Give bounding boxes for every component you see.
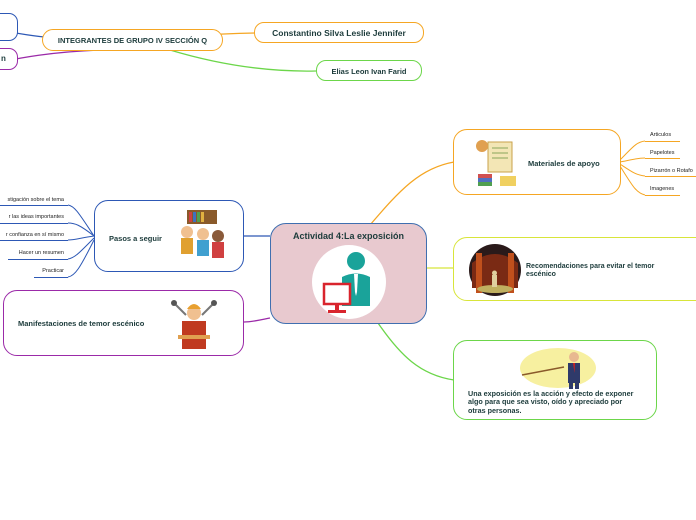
member-1-label: Constantino Silva Leslie Jennifer	[272, 28, 406, 38]
connector-materials-leaf1	[619, 140, 646, 161]
materials-leaf-3-underline	[645, 176, 696, 177]
member-node-2[interactable]: Elias Leon Ivan Farid	[316, 60, 422, 81]
steps-node[interactable]: Pasos a seguir	[94, 200, 244, 272]
materials-leaf-1-underline	[645, 141, 680, 142]
definition-node[interactable]: Una exposición es la acción y efecto de …	[453, 340, 657, 420]
connector-steps-leaf2	[67, 222, 95, 237]
steps-title: Pasos a seguir	[109, 234, 162, 243]
steps-leaf-2-underline	[0, 223, 68, 224]
connector-steps-leaf3	[67, 235, 95, 241]
definition-text: Una exposición es la acción y efecto de …	[468, 389, 634, 415]
steps-leaf-1: stigación sobre el tema	[7, 197, 64, 203]
materials-leaf-4: Imagenes	[650, 186, 675, 192]
connector-central-to-definition	[377, 322, 455, 381]
materials-leaf-4-underline	[645, 195, 680, 196]
classroom-materials-icon	[476, 140, 516, 186]
steps-leaf-4-underline	[8, 259, 68, 260]
children-reading-icon	[174, 209, 230, 265]
stage-fear-image	[469, 244, 521, 296]
materials-leaf-2: Papelotes	[650, 150, 675, 156]
steps-leaf-1-underline	[0, 205, 68, 206]
partial-node-n-label: n	[1, 54, 6, 63]
recommendations-node[interactable]: Recomendaciones para evitar el temor esc…	[453, 237, 696, 301]
member-2-label: Elias Leon Ivan Farid	[331, 67, 407, 76]
connector-steps-leaf1	[67, 204, 95, 237]
steps-leaf-5: Practicar	[42, 268, 64, 274]
manifestations-title: Manifestaciones de temor escénico	[18, 319, 145, 328]
connector-materials-leaf4	[619, 165, 646, 196]
materials-leaf-1: Articulos	[650, 132, 672, 138]
teacher-pointing-icon	[520, 348, 596, 389]
steps-leaf-3-underline	[0, 240, 68, 241]
manifestations-node[interactable]: Manifestaciones de temor escénico	[3, 290, 244, 356]
connector-materials-leaf3	[619, 163, 646, 177]
connector-group-to-member2	[169, 49, 317, 72]
partial-node-top[interactable]	[0, 13, 18, 41]
connector-steps-leaf4	[67, 237, 95, 260]
steps-leaf-4: Hacer un resumen	[18, 250, 64, 256]
connector-central-to-manifestations	[243, 317, 271, 323]
materials-leaf-3: Pizarrón o Rotafo	[650, 168, 693, 174]
group-title: INTEGRANTES DE GRUPO IV SECCIÓN Q	[57, 36, 208, 45]
recommendations-title: Recomendaciones para evitar el temor esc…	[526, 263, 655, 278]
partial-node-n[interactable]: n	[0, 48, 18, 70]
connector-central-to-materials	[369, 161, 455, 226]
member-node-1[interactable]: Constantino Silva Leslie Jennifer	[254, 22, 424, 43]
connector-materials-leaf2	[619, 157, 646, 163]
steps-leaf-3: r confianza en sí mismo	[5, 232, 64, 238]
presenter-icon	[312, 245, 386, 319]
materials-node[interactable]: Materiales de apoyo	[453, 129, 621, 195]
central-title: Actividad 4:La exposición	[292, 231, 405, 241]
steps-leaf-5-underline	[34, 277, 68, 278]
materials-title: Materiales de apoyo	[528, 159, 600, 168]
nervous-speaker-icon	[167, 297, 221, 351]
central-node[interactable]: Actividad 4:La exposición	[270, 223, 427, 324]
group-node[interactable]: INTEGRANTES DE GRUPO IV SECCIÓN Q	[42, 29, 223, 51]
materials-leaf-2-underline	[645, 158, 680, 159]
steps-leaf-2: r las ideas importantes	[8, 214, 64, 220]
connector-steps-leaf5	[67, 239, 95, 278]
